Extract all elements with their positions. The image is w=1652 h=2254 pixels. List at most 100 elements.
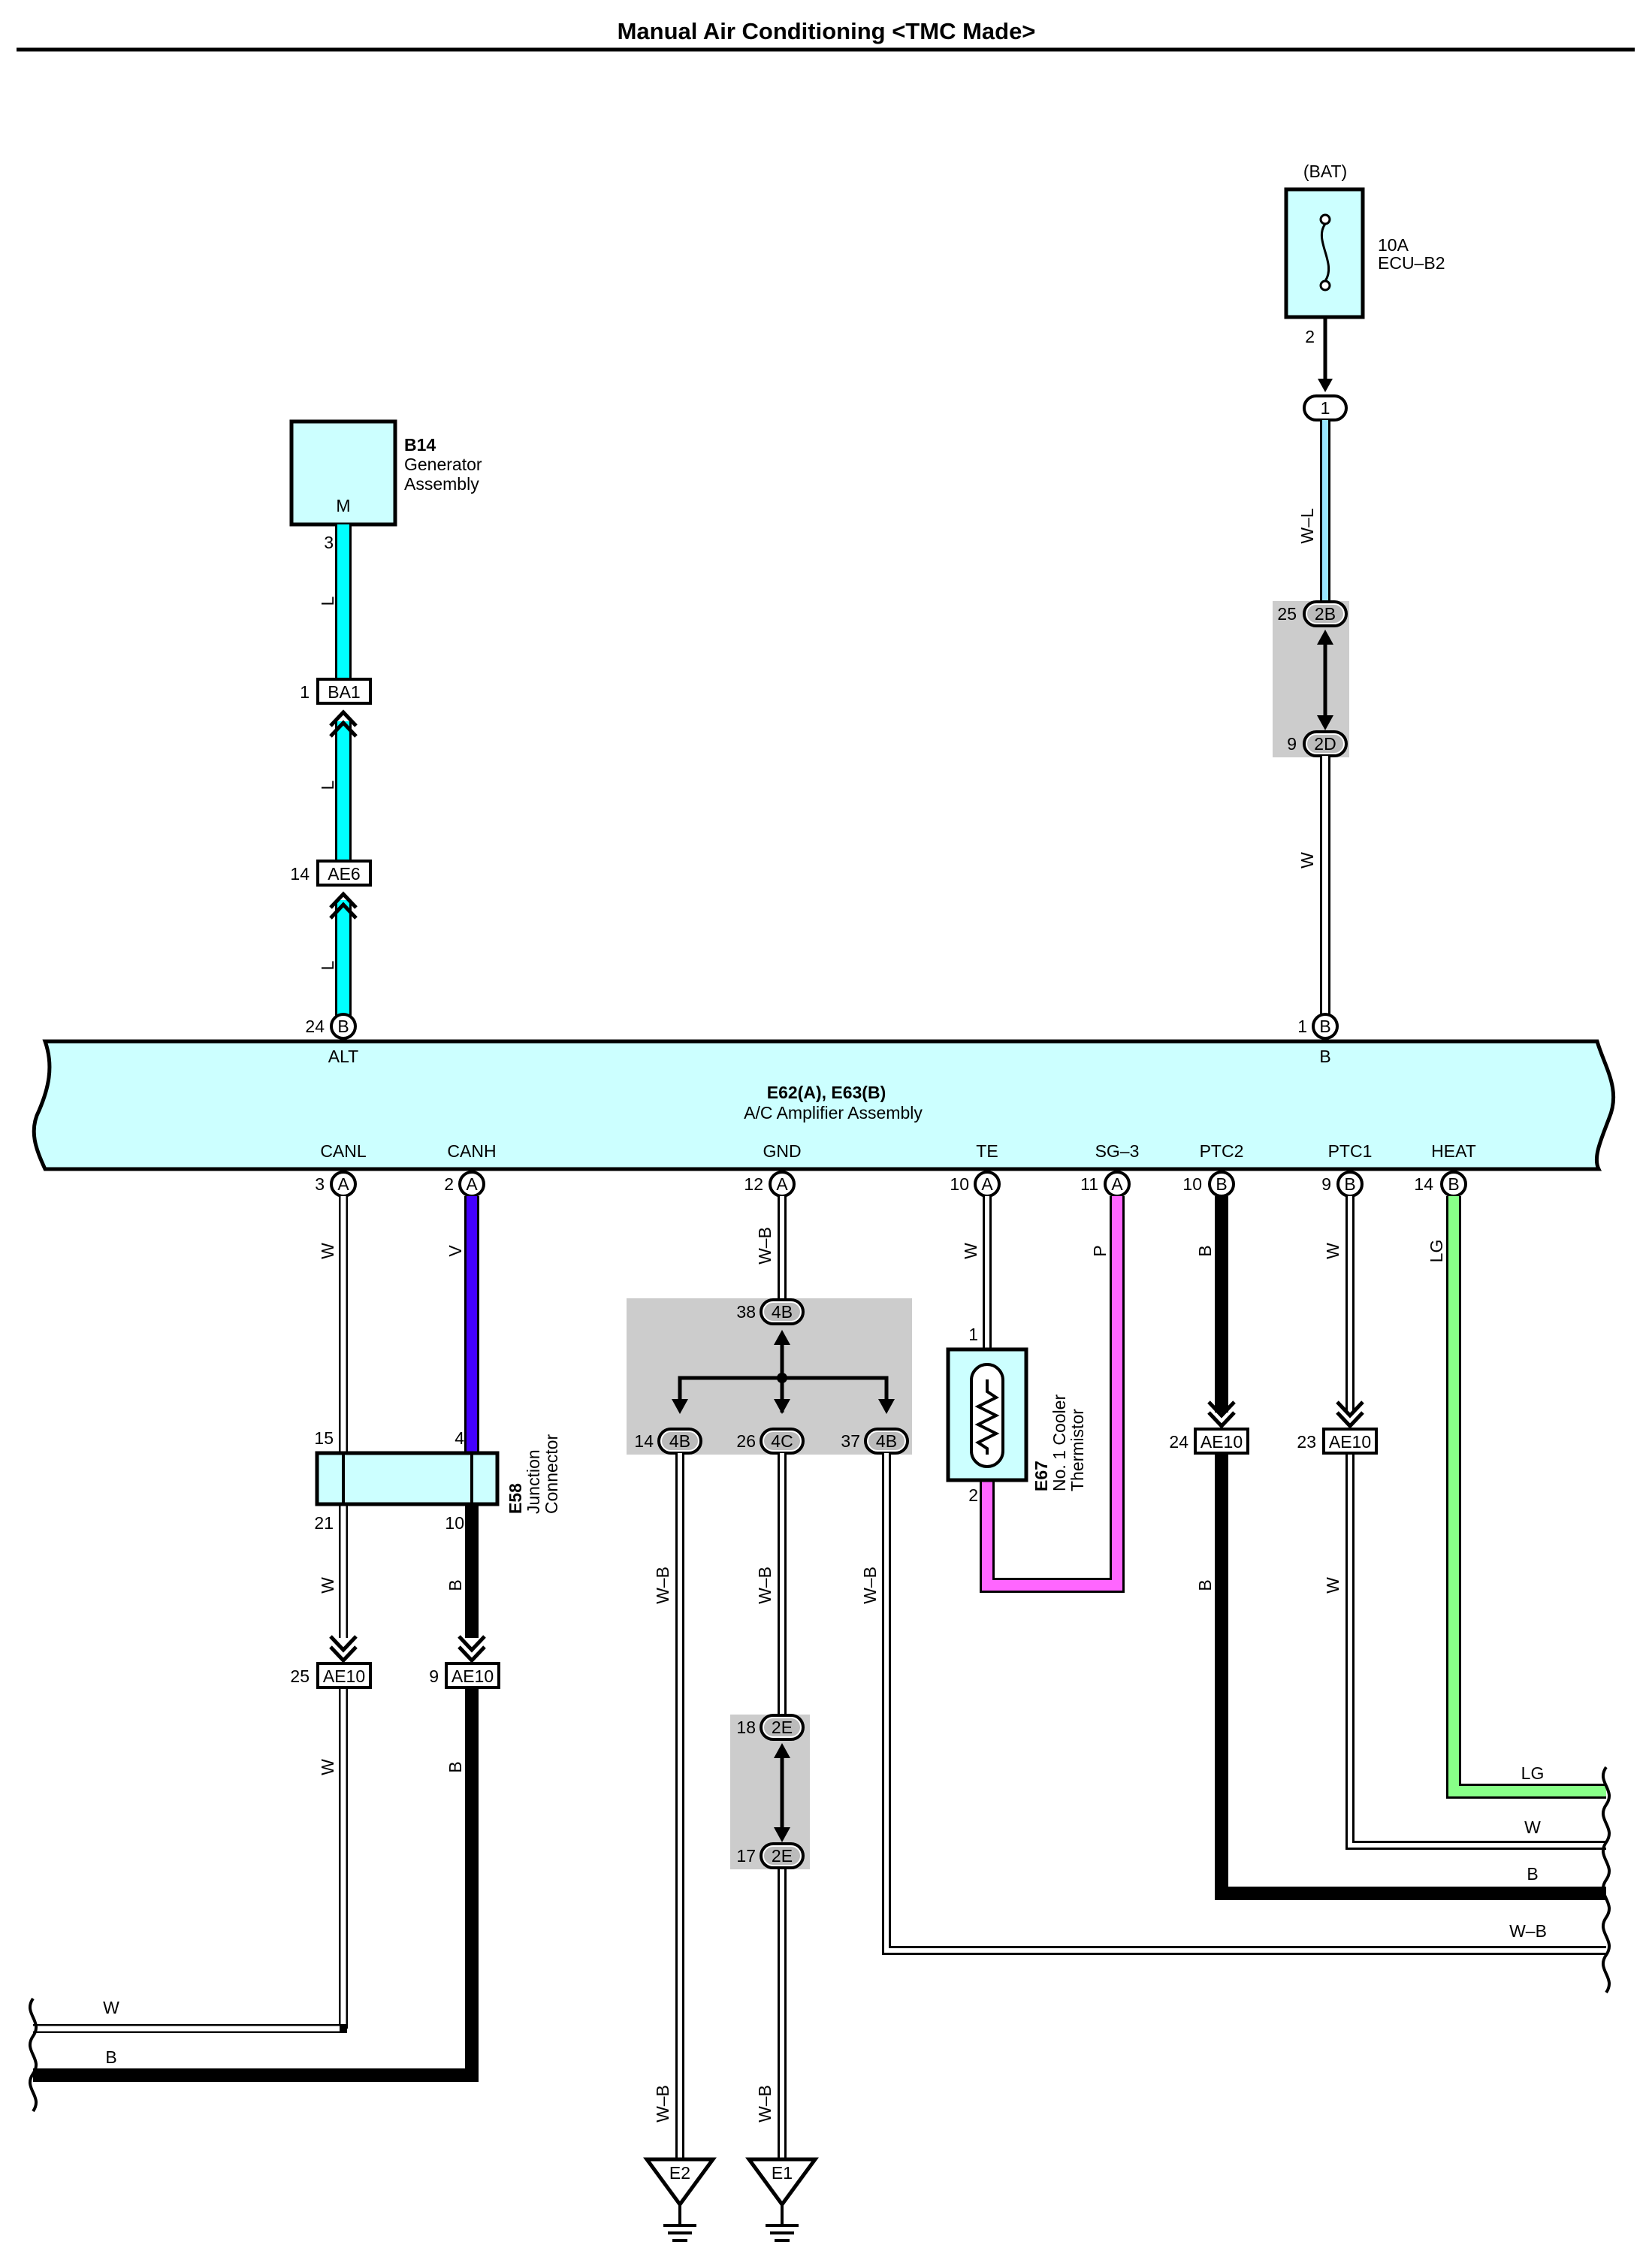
- svg-text:A: A: [466, 1174, 478, 1194]
- pin-canh: A 2: [444, 1171, 485, 1198]
- connector-4b-37: 4B 37: [841, 1428, 909, 1455]
- fuse-icon: [1319, 213, 1331, 292]
- wire-label: W–L: [1297, 508, 1317, 544]
- fuse-ecu-b2: (BAT) 10A ECU–B2 2: [1284, 162, 1445, 346]
- chevron-down-icon: [1207, 1411, 1236, 1429]
- chevron-up-icon: [329, 709, 358, 727]
- pin-ptc2: B 10: [1182, 1171, 1235, 1198]
- svg-text:11: 11: [1080, 1174, 1098, 1194]
- svg-text:2D: 2D: [1314, 734, 1336, 754]
- svg-text:A: A: [776, 1174, 788, 1194]
- svg-text:AE10: AE10: [452, 1666, 494, 1686]
- svg-text:14: 14: [634, 1431, 654, 1451]
- svg-text:B: B: [1319, 1017, 1330, 1036]
- svg-text:B: B: [1448, 1174, 1459, 1194]
- e67-name-1: No. 1 Cooler: [1049, 1394, 1069, 1491]
- generator-code: B14: [404, 435, 436, 455]
- svg-text:AE10: AE10: [1329, 1432, 1371, 1452]
- wire-ptc2: [1215, 1196, 1606, 1900]
- svg-text:4: 4: [455, 1428, 464, 1448]
- svg-text:2B: 2B: [1315, 604, 1336, 624]
- svg-text:9: 9: [429, 1666, 439, 1686]
- wire-label: B: [105, 2047, 116, 2067]
- svg-text:9: 9: [1287, 734, 1297, 754]
- svg-text:24: 24: [305, 1017, 325, 1036]
- wire-label: W–B: [860, 1567, 880, 1604]
- svg-text:23: 23: [1297, 1432, 1316, 1452]
- svg-text:1: 1: [300, 682, 310, 702]
- wire-canl: [33, 1196, 348, 2033]
- pin-label-b: B: [1319, 1047, 1330, 1066]
- svg-text:10: 10: [1182, 1174, 1202, 1194]
- svg-text:10: 10: [950, 1174, 969, 1194]
- svg-text:4B: 4B: [772, 1302, 793, 1322]
- fuse-source: (BAT): [1303, 162, 1347, 181]
- pin-label-canl: CANL: [320, 1141, 367, 1161]
- chevron-down-icon: [458, 1645, 486, 1663]
- connector-ae6: AE6 14: [290, 860, 372, 920]
- wire-label: B: [1527, 1864, 1538, 1884]
- wire-label: W–B: [755, 1227, 775, 1264]
- svg-text:AE6: AE6: [328, 864, 360, 884]
- svg-text:10: 10: [445, 1513, 464, 1533]
- wire-label: B: [445, 1761, 465, 1772]
- amplifier-name: A/C Amplifier Assembly: [744, 1103, 923, 1122]
- svg-text:18: 18: [736, 1718, 756, 1737]
- svg-text:14: 14: [290, 864, 310, 884]
- break-mark: [1601, 1766, 1611, 1994]
- wire-label: V: [445, 1245, 465, 1257]
- svg-text:4B: 4B: [669, 1431, 690, 1451]
- connector-ae10-ptc1: AE10 23: [1297, 1400, 1378, 1455]
- chevron-down-icon: [1207, 1400, 1236, 1419]
- chevron-up-icon: [329, 902, 358, 920]
- wire-label: W: [1323, 1577, 1342, 1594]
- fuse-name: ECU–B2: [1378, 253, 1445, 273]
- pin-alt: B 24: [305, 1013, 357, 1040]
- break-mark: [28, 1997, 38, 2113]
- connector-4c-26: 4C 26: [736, 1428, 805, 1455]
- connector-2e-18: 2E 18: [736, 1714, 805, 1741]
- e67-code: E67: [1031, 1461, 1051, 1491]
- connector-ae10-ptc2: AE10 24: [1169, 1400, 1249, 1455]
- e58-name-1: Junction: [524, 1449, 543, 1514]
- connector-ba1: BA1 1: [300, 678, 372, 738]
- wire-label: B: [445, 1579, 465, 1591]
- svg-text:17: 17: [736, 1846, 756, 1866]
- chevron-up-icon: [329, 891, 358, 909]
- svg-text:9: 9: [1321, 1174, 1331, 1194]
- connector-2d: 2D 9: [1287, 730, 1348, 757]
- wire-label: L: [318, 960, 337, 970]
- wire-canh: [33, 1196, 479, 2082]
- junction-1: 1: [1303, 394, 1348, 421]
- wire-label: W: [961, 1243, 980, 1259]
- wire-label: LG: [1521, 1763, 1545, 1783]
- pin-label-heat: HEAT: [1431, 1141, 1476, 1161]
- wire-label: W–B: [653, 1567, 672, 1604]
- svg-text:E2: E2: [669, 2163, 690, 2183]
- generator-assembly: M B14 Generator Assembly 3: [289, 419, 482, 552]
- wire-label: W: [103, 1998, 119, 2017]
- connector-2b: 2B 25: [1277, 600, 1348, 627]
- pin-canl: A 3: [315, 1171, 357, 1198]
- svg-text:A: A: [981, 1174, 993, 1194]
- thermistor-e67: 1 2 E67 No. 1 Cooler Thermistor: [946, 1325, 1087, 1505]
- svg-text:2: 2: [444, 1174, 454, 1194]
- wire-label: W: [318, 1759, 337, 1775]
- pin-ptc1: B 9: [1321, 1171, 1364, 1198]
- generator-name-1: Generator: [404, 455, 482, 474]
- wire-label: W: [318, 1577, 337, 1594]
- pin-label-te: TE: [976, 1141, 998, 1161]
- pin-label-canh: CANH: [447, 1141, 496, 1161]
- wire-label: LG: [1427, 1240, 1446, 1263]
- connector-4b-38: 4B 38: [736, 1298, 805, 1325]
- pin-b: B 1: [1297, 1013, 1339, 1040]
- pin-gnd: A 12: [744, 1171, 796, 1198]
- e58-name-2: Connector: [542, 1434, 561, 1514]
- wire-label: W–B: [1509, 1921, 1547, 1941]
- thermistor-icon: [970, 1363, 1004, 1468]
- fuse-rating: 10A: [1378, 235, 1409, 255]
- e67-name-2: Thermistor: [1068, 1409, 1087, 1491]
- ac-amplifier-assembly: E62(A), E63(B) A/C Amplifier Assembly AL…: [32, 1039, 1616, 1171]
- pin-label-ptc1: PTC1: [1328, 1141, 1373, 1161]
